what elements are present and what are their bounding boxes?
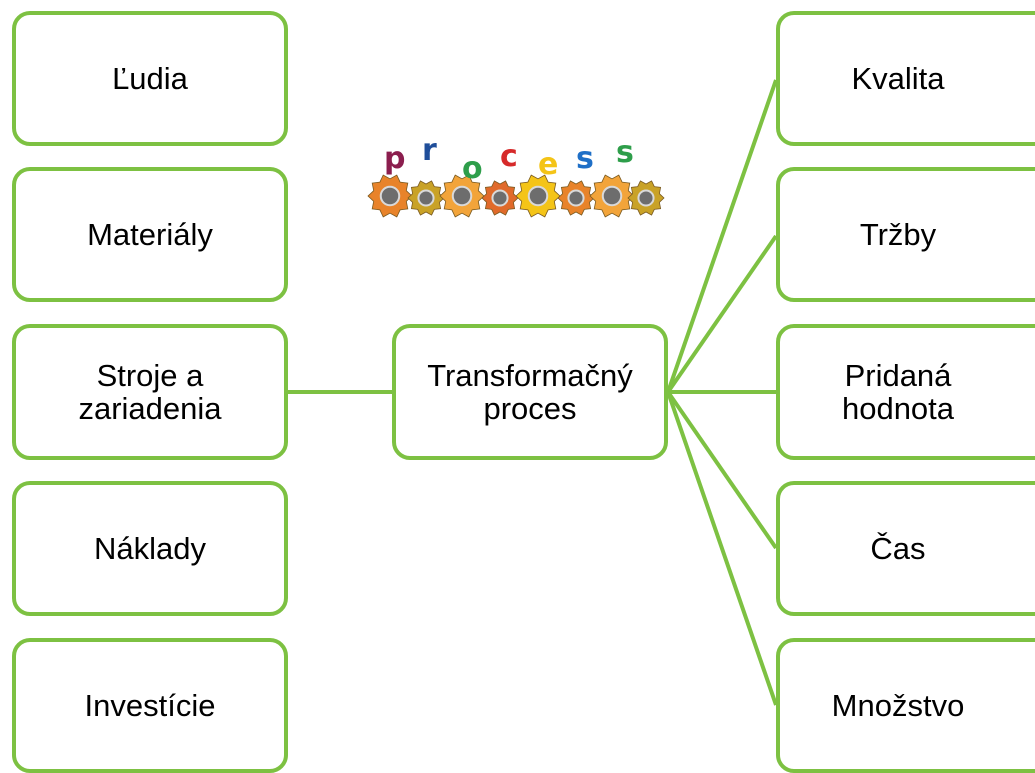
output-box-mnozstvo: Množstvo [776, 638, 1035, 773]
input-box-stroje: Stroje a zariadenia [12, 324, 288, 460]
input-box-naklady: Náklady [12, 481, 288, 616]
input-label-stroje: Stroje a zariadenia [78, 358, 222, 426]
connector-center-mnozstvo [666, 391, 778, 706]
output-label-pridana-hodnota: Pridaná hodnota [841, 358, 955, 426]
logo-letter: p [384, 141, 405, 176]
gear-icon [407, 180, 445, 216]
output-label-cas: Čas [870, 531, 926, 566]
connector-center-trzby [666, 234, 778, 394]
output-label-trzby: Tržby [859, 217, 937, 252]
logo-letter: s [576, 141, 594, 176]
output-box-trzby: Tržby [776, 167, 1035, 302]
input-box-investicie: Investície [12, 638, 288, 773]
logo-letter: e [538, 147, 558, 182]
output-label-kvalita: Kvalita [851, 61, 945, 96]
input-label-naklady: Náklady [94, 531, 206, 566]
gear-icon [515, 174, 561, 218]
output-box-pridana-hodnota: Pridaná hodnota [776, 324, 1035, 460]
input-label-materialy: Materiály [87, 217, 213, 252]
gear-icon [627, 180, 665, 216]
center-label: Transformačný proces [427, 358, 633, 426]
connector-center-cas [666, 390, 778, 550]
output-box-cas: Čas [776, 481, 1035, 616]
logo-letter: r [422, 138, 437, 168]
logo-gears [367, 174, 665, 218]
input-box-ludia: Ľudia [12, 11, 288, 146]
logo-letter: c [500, 139, 518, 174]
gear-icon [367, 174, 413, 218]
connector-center-kvalita [666, 79, 778, 393]
logo-letter: s [616, 138, 634, 170]
input-label-investicie: Investície [84, 688, 216, 723]
gear-icon [557, 180, 595, 216]
gear-icon [481, 180, 519, 216]
logo-letter: o [462, 151, 483, 186]
gear-icon [589, 174, 635, 218]
output-box-kvalita: Kvalita [776, 11, 1035, 146]
input-box-materialy: Materiály [12, 167, 288, 302]
input-label-ludia: Ľudia [112, 61, 188, 96]
output-label-mnozstvo: Množstvo [831, 688, 965, 723]
center-box-transformacny-proces: Transformačný proces [392, 324, 668, 460]
gear-icon [439, 174, 485, 218]
